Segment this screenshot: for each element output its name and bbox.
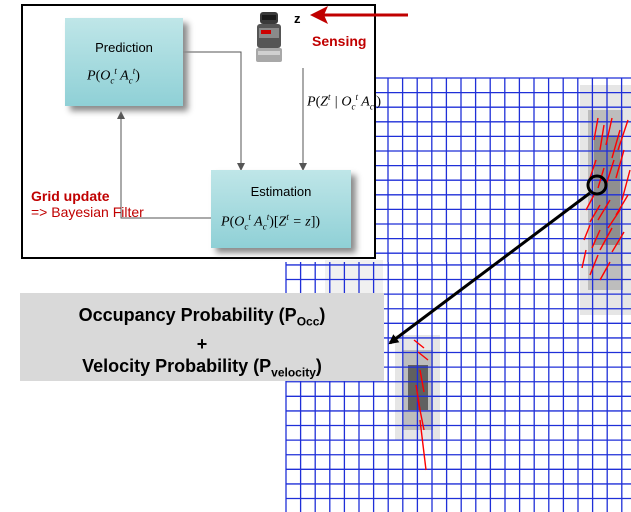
velocity-vector	[589, 254, 599, 276]
velocity-vector	[591, 229, 601, 249]
estimation-box: Estimation P(Oct Act)[Zt = z])	[211, 170, 351, 248]
cell-to-probability-arrow	[388, 191, 591, 345]
velocity-vector	[605, 159, 615, 186]
target-cell-circle	[586, 174, 608, 196]
velocity-vector	[605, 117, 613, 146]
velocity-vector	[417, 399, 425, 431]
velocity-vector	[419, 369, 425, 393]
grid-update-label: Grid update	[31, 188, 110, 204]
velocity-vector	[589, 159, 597, 179]
velocity-probability-line: Velocity Probability (Pvelocity)	[82, 355, 322, 380]
prediction-label: Prediction	[95, 40, 153, 55]
velocity-vector	[417, 351, 429, 361]
velocity-vector	[611, 231, 625, 253]
estimation-label: Estimation	[250, 184, 312, 199]
velocity-vector	[597, 199, 611, 221]
velocity-vectors	[413, 117, 631, 471]
velocity-vector	[581, 249, 587, 269]
bayesian-filter-diagram: Prediction P(Oct Act) Estimation P(Oct A…	[21, 4, 381, 259]
grid-lines	[285, 77, 631, 512]
velocity-vector	[615, 194, 629, 216]
z-symbol: z	[294, 11, 301, 26]
velocity-vector	[589, 204, 601, 223]
sensing-formula: P(Zt | Oct Act)	[307, 92, 382, 112]
sensing-label: Sensing	[312, 33, 367, 49]
estimation-formula: P(Oct Act)[Zt = z])	[221, 212, 321, 232]
probability-box: Occupancy Probability (POcc) + Velocity …	[20, 293, 384, 381]
velocity-vector	[593, 117, 599, 141]
diagram-connectors	[117, 51, 307, 219]
velocity-vector	[419, 419, 427, 471]
velocity-vector	[617, 119, 629, 151]
occupancy-probability-line: Occupancy Probability (POcc)	[78, 305, 326, 329]
velocity-vector	[599, 124, 605, 151]
velocity-vector	[583, 224, 591, 241]
velocity-vector	[621, 169, 631, 201]
velocity-vector	[413, 339, 425, 349]
bayesian-filter-label: => Bayesian Filter	[31, 204, 144, 220]
prediction-formula: P(Oct Act)	[87, 66, 140, 86]
velocity-vector	[599, 227, 613, 251]
prediction-box: Prediction P(Oct Act)	[65, 18, 183, 106]
velocity-vector	[611, 129, 621, 159]
plus-sign: +	[196, 333, 208, 354]
velocity-vector	[615, 149, 625, 179]
lidar-sensor-icon	[251, 10, 287, 66]
velocity-vector	[599, 261, 611, 281]
velocity-vector	[585, 194, 595, 211]
